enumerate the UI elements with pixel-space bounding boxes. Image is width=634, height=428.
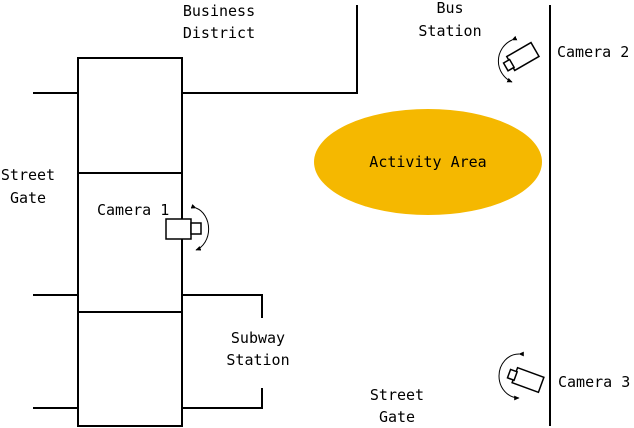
building-outline [77,57,183,427]
subway-station-label-line1: Subway [231,329,285,347]
security-camera-icon [165,218,202,240]
subway-station-outline [182,294,263,409]
street-gate-left-label-line2: Gate [10,189,46,207]
camera-1 [165,204,210,251]
camera-2 [497,35,541,83]
camera-3 [498,351,545,401]
left-street-lines [33,92,78,409]
bus-station-label-line2: Station [418,22,481,40]
building-block [77,57,183,427]
activity-area-label: Activity Area [369,153,486,171]
business-district-wall [182,5,358,94]
street-gate-bottom-label-line2: Gate [379,408,415,426]
rotation-arc-arrow-icon [498,351,524,401]
street-gate-left-label-line1: Street [1,166,55,184]
bus-station-label-line1: Bus [436,0,463,17]
subway-station-label-line2: Station [226,351,289,369]
camera-2-label: Camera 2 [557,43,629,61]
security-camera-icon [506,366,545,394]
rotation-arc-arrow-icon [190,204,210,251]
camera-3-label: Camera 3 [558,373,630,391]
business-district-label-line1: Business [183,2,255,20]
activity-area-ellipse [314,109,542,215]
camera-1-label: Camera 1 [97,201,169,219]
subway-bracket-top [182,294,263,318]
business-district-label-line2: District [183,24,255,42]
subway-bracket-bottom [182,388,263,409]
rotation-arc-arrow-icon [497,35,518,83]
security-camera-icon [502,41,541,72]
street-gate-bottom-label-line1: Street [370,386,424,404]
